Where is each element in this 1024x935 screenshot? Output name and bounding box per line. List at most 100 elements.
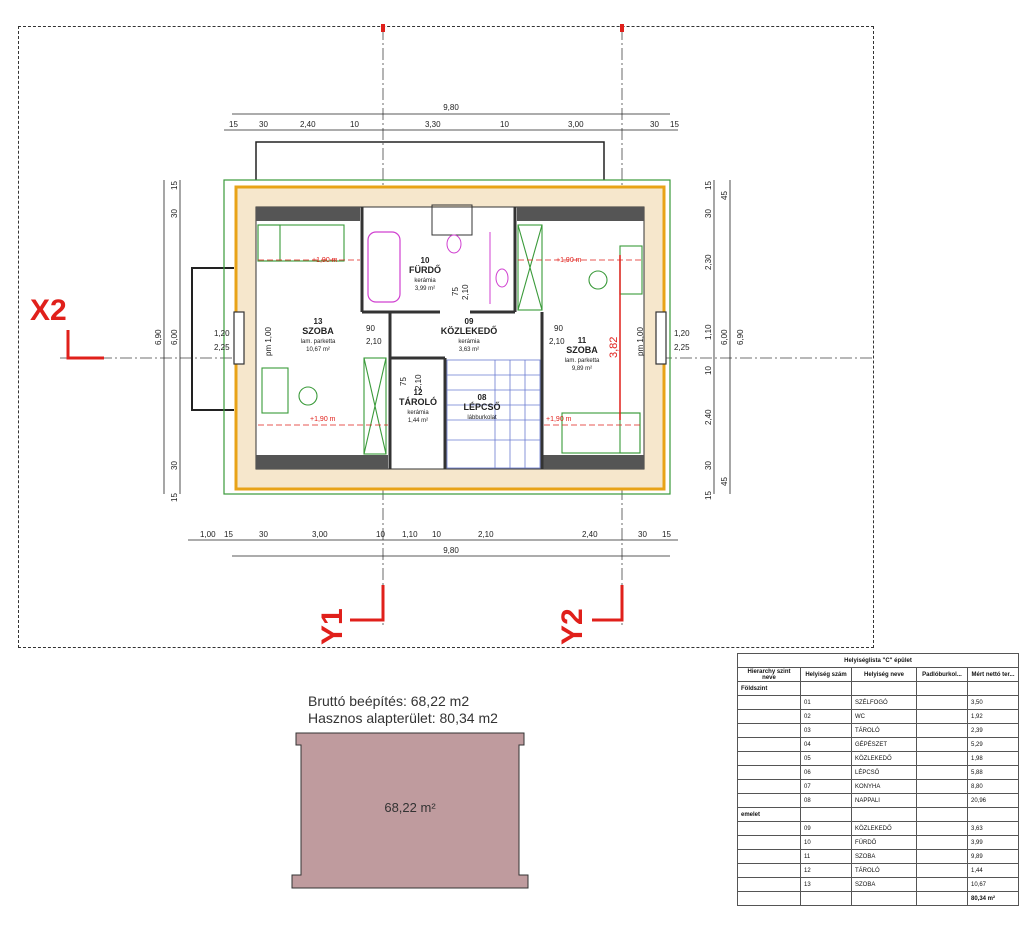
room-area-cell: 2,39 (967, 723, 1019, 738)
balcony-outline (191, 267, 234, 411)
room-label-room13: 13 SZOBA lam. parketta 10,67 m² (301, 317, 336, 353)
dim-right-chain-4: 10 (704, 366, 713, 375)
room-name-cell: WC (851, 709, 917, 724)
room-area-cell: 10,67 (967, 877, 1019, 892)
window-right (655, 311, 667, 365)
room-finish: kerámia (414, 278, 436, 284)
room-label-corridor: 09 KÖZLEKEDŐ kerámia 3,63 m² (441, 317, 498, 353)
floor-finish-cell (916, 779, 968, 794)
room-area: 10,67 m² (306, 347, 330, 353)
dim-window-right-width: 1,20 (674, 329, 690, 338)
table-cell (737, 765, 801, 780)
room-label-stairs: 08 LÉPCSŐ lábburkolat (463, 393, 500, 421)
room-number-cell: 04 (800, 737, 852, 752)
dim-bottom-chain-9: 30 (638, 530, 647, 539)
table-cell (737, 751, 801, 766)
bathtub (367, 231, 401, 303)
room-area-cell: 3,63 (967, 821, 1019, 836)
room-area-cell: 5,88 (967, 765, 1019, 780)
dim-left-chain-2: 30 (170, 461, 179, 470)
room-label-bath: 10 FÜRDŐ kerámia 3,99 m² (409, 256, 441, 292)
room-name: TÁROLÓ (399, 396, 437, 407)
room-number-cell: 02 (800, 709, 852, 724)
table-group-row: emelet (737, 807, 1019, 822)
dim-window-left-width: 1,20 (214, 329, 230, 338)
dim-bottom-total: 9,80 (443, 546, 459, 555)
axis-marker-y1 (350, 585, 385, 622)
axis-tick-y1 (381, 24, 385, 32)
level-mark-3: +1,90 m (546, 416, 572, 423)
level-mark-0: +1,90 m (312, 257, 338, 264)
dim-top-chain-2: 2,40 (300, 120, 316, 129)
room-number-cell: 12 (800, 863, 852, 878)
footprint-area: 68,22 m² (384, 800, 436, 815)
toilet (446, 234, 462, 254)
dim-bottom-chain-5: 1,10 (402, 530, 418, 539)
dim-right-chain-3: 1,10 (704, 324, 713, 340)
table-cell (737, 737, 801, 752)
room-area-cell: 5,29 (967, 737, 1019, 752)
table-cell (851, 681, 917, 696)
col-header: Padlóburkol... (916, 667, 968, 682)
table-cell (737, 849, 801, 864)
floor-finish-cell (916, 709, 968, 724)
room-num: 08 (478, 393, 487, 402)
dim-right-inner: 6,00 (720, 329, 729, 345)
table-cell (916, 807, 968, 822)
dim-bottom-chain-0: 1,00 (200, 530, 216, 539)
table-cell (737, 877, 801, 892)
room-number-cell: 06 (800, 765, 852, 780)
col-header: Helyiség szám (800, 667, 852, 682)
floor-finish-cell (916, 793, 968, 808)
gutter-outline (223, 179, 671, 495)
dim-top-total: 9,80 (443, 103, 459, 112)
footprint-shape (291, 732, 529, 889)
table-cell (737, 695, 801, 710)
room-area-cell: 9,89 (967, 849, 1019, 864)
dim-top-chain-4: 3,30 (425, 120, 441, 129)
axis-label-y1: Y1 (316, 608, 349, 645)
room-finish: kerámia (407, 410, 429, 416)
room-label-room11: 11 SZOBA lam. parketta 9,89 m² (565, 336, 600, 372)
floor-finish-cell (916, 751, 968, 766)
dimension-lines (163, 113, 731, 557)
floor-finish-cell (916, 765, 968, 780)
room-area-cell: 20,96 (967, 793, 1019, 808)
total-area-cell: 80,34 m² (967, 891, 1019, 906)
dim-right-chain-7: 15 (704, 491, 713, 500)
interior-floor (255, 206, 645, 470)
room-area-cell: 3,99 (967, 835, 1019, 850)
table-cell (737, 821, 801, 836)
floor-finish-cell (916, 821, 968, 836)
partitions (360, 207, 544, 469)
room-number-cell: 05 (800, 751, 852, 766)
room-area-cell: 8,80 (967, 779, 1019, 794)
room-name-cell: LÉPCSŐ (851, 765, 917, 780)
dim-door-height-0: 2,10 (366, 337, 382, 346)
floor-plan: 9,80 15 30 2,40 10 3,30 10 3,00 30 15 1,… (60, 24, 872, 625)
table-cell (916, 681, 968, 696)
room-name: SZOBA (566, 345, 598, 355)
table-cell (737, 709, 801, 724)
room-number-cell: 01 (800, 695, 852, 710)
table-cell (800, 807, 852, 822)
room-name-cell: SZOBA (851, 877, 917, 892)
room-area-cell: 3,50 (967, 695, 1019, 710)
knee-wall (541, 455, 644, 469)
dim-bottom-chain-8: 2,40 (582, 530, 598, 539)
dim-right-chain-5: 2,40 (704, 409, 713, 425)
room-number-cell: 10 (800, 835, 852, 850)
room-name-cell: KONYHA (851, 779, 917, 794)
room-name-cell: SZÉLFOGÓ (851, 695, 917, 710)
room-label-storage: 12 TÁROLÓ kerámia 1,44 m² (399, 388, 437, 424)
table-cell (737, 891, 801, 906)
col-header: Helyiség neve (851, 667, 917, 682)
floor-finish-cell (916, 863, 968, 878)
